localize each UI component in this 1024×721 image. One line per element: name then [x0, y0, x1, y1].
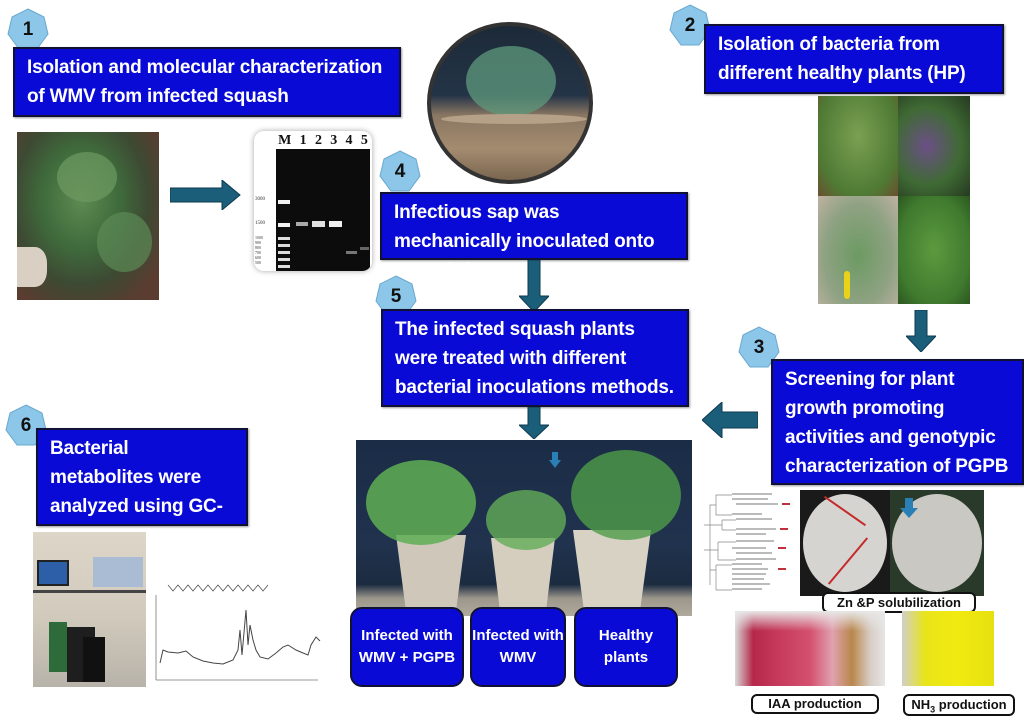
step-6-text: Bacterial metabolites were analyzed usin… — [50, 438, 223, 546]
gel-lane-label: 1 — [299, 133, 307, 148]
gel-lane-label: 3 — [330, 133, 338, 148]
gel-lane-label: 2 — [314, 133, 322, 148]
left-arrow-icon — [702, 402, 758, 438]
step-2-box: Isolation of bacteria from different hea… — [704, 24, 1004, 94]
step-5-text: The infected squash plants were treated … — [395, 319, 674, 398]
label-text: IAA production — [768, 696, 862, 711]
iaa-tubes-photo — [735, 611, 885, 686]
down-arrow-icon — [519, 407, 549, 439]
gel-marker-label: 700 — [255, 250, 261, 255]
gel-lane-label: 4 — [345, 133, 353, 148]
step-3-text: Screening for plant growth promoting act… — [785, 369, 1009, 477]
treatment-label-text: Infected with WMV — [472, 627, 564, 666]
step-2-badge: 2 — [668, 4, 712, 48]
right-arrow-icon — [170, 180, 242, 210]
gc-ms-instrument-photo — [33, 532, 146, 687]
treatment-label-text: Healthy plants — [598, 627, 654, 666]
step-1-number: 1 — [22, 19, 34, 40]
step-3-badge: 3 — [737, 326, 781, 370]
label-subscript: 3 — [930, 704, 936, 715]
gel-lane-label: M — [278, 133, 292, 148]
nh3-tubes-photo — [902, 611, 994, 686]
gel-marker-label: 1000 — [255, 235, 263, 240]
step-4-number: 4 — [394, 161, 406, 182]
gel-marker-label: 500 — [255, 260, 261, 265]
treatment-label-text: Infected with WMV + PGPB — [358, 627, 456, 666]
heptagon-icon — [738, 326, 780, 368]
healthy-plants-collage — [818, 96, 970, 304]
treated-squash-plants-photo — [356, 440, 692, 616]
gel-lane-label: 5 — [360, 133, 368, 148]
phylogenetic-tree-image — [702, 490, 798, 595]
step-5-number: 5 — [390, 286, 402, 307]
gel-marker-label: 900 — [255, 240, 261, 245]
label-text: production — [935, 697, 1007, 712]
heptagon-icon — [669, 4, 711, 46]
heptagon-icon — [379, 150, 421, 192]
gel-marker-label: 1500 — [255, 221, 265, 226]
infected-squash-photo — [17, 132, 159, 300]
gc-ms-chromatogram — [148, 575, 323, 690]
potted-squash-photo — [427, 22, 593, 184]
nh3-production-label: NH3 production — [903, 694, 1015, 716]
step-2-text: Isolation of bacteria from different hea… — [718, 34, 966, 84]
step-6-box: Bacterial metabolites were analyzed usin… — [36, 428, 248, 546]
step-4-badge: 4 — [378, 150, 422, 194]
step-3-number: 3 — [753, 337, 765, 358]
gel-marker-label: 3000 — [255, 197, 265, 202]
zn-p-solubilization-label: Zn &P solubilization — [822, 592, 976, 613]
down-arrow-icon — [519, 260, 549, 312]
step-4-box: Infectious sap was mechanically inoculat… — [380, 192, 688, 281]
petri-dish-images — [800, 490, 890, 596]
petri-dish-images — [890, 490, 984, 596]
treatment-label-wmv: Infected with WMV — [470, 607, 566, 687]
step-2-number: 2 — [684, 15, 696, 36]
down-arrow-icon — [900, 498, 918, 518]
gel-electrophoresis-image: M 1 2 3 4 5 3000 1500 1000 900 800 700 6… — [254, 131, 372, 271]
treatment-label-healthy: Healthy plants — [574, 607, 678, 687]
step-1-badge: 1 — [6, 8, 50, 52]
step-1-text: Isolation and molecular characterization… — [27, 57, 383, 107]
step-5-box: The infected squash plants were treated … — [381, 309, 689, 407]
step-1-box: Isolation and molecular characterization… — [13, 47, 401, 117]
label-text: NH — [911, 697, 931, 712]
label-text: Zn &P solubilization — [837, 595, 961, 610]
step-4-text: Infectious sap was mechanically inoculat… — [394, 202, 655, 281]
gel-marker-label: 800 — [255, 245, 261, 250]
down-arrow-icon — [906, 310, 936, 352]
down-arrow-icon — [549, 452, 561, 468]
step-6-number: 6 — [20, 415, 32, 436]
step-3-box: Screening for plant growth promoting act… — [771, 359, 1024, 485]
iaa-production-label: IAA production — [751, 694, 879, 714]
treatment-label-wmv-pgpb: Infected with WMV + PGPB — [350, 607, 464, 687]
gel-marker-label: 600 — [255, 255, 261, 260]
